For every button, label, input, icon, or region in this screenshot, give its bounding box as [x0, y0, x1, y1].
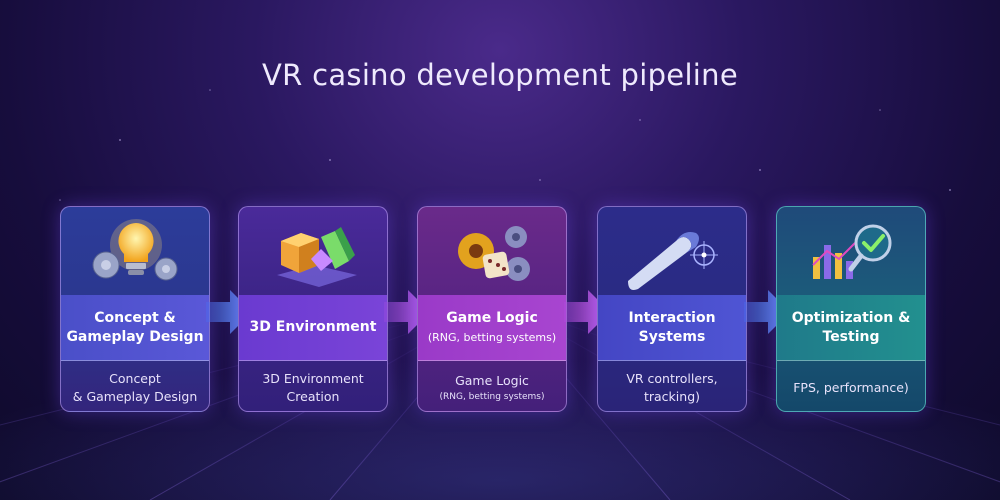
step-card-game-logic: Game Logic (RNG, betting systems) Game L…: [417, 206, 567, 412]
step-description: Game Logic (RNG, betting systems): [418, 363, 566, 411]
chart-magnifier-check-icon: [812, 224, 892, 279]
step-description-line: Game Logic: [455, 373, 529, 388]
lightbulb-gears-icon: [92, 219, 178, 281]
step-description: Concept & Gameplay Design: [61, 363, 209, 411]
step-description-line: Concept: [109, 371, 161, 386]
step-title-main: Game Logic: [446, 310, 538, 326]
step-description-line: (RNG, betting systems): [439, 392, 545, 402]
step-card-3d-environment: 3D Environment 3D Environment Creation: [238, 206, 388, 412]
vr-controller-icon: [628, 232, 718, 290]
step-description: VR controllers, tracking): [598, 363, 746, 411]
step-title: Interaction Systems: [598, 295, 746, 361]
step-description-line: Creation: [286, 389, 340, 404]
step-description-line: & Gameplay Design: [72, 389, 198, 404]
step-title: Game Logic (RNG, betting systems): [418, 295, 566, 361]
step-card-optimization: Optimization & Testing FPS, performance): [776, 206, 926, 412]
step-description-line: tracking): [643, 389, 701, 404]
diagram-title: VR casino development pipeline: [261, 58, 738, 92]
step-description-line: 3D Environment: [262, 371, 364, 386]
step-title: Optimization & Testing: [777, 295, 925, 361]
step-title: Concept & Gameplay Design: [61, 295, 209, 361]
step-description-line: FPS, performance): [793, 380, 909, 395]
step-card-concept: Concept & Gameplay Design Concept & Game…: [60, 206, 210, 412]
step-title: 3D Environment: [239, 295, 387, 361]
step-title-sub: (RNG, betting systems): [427, 331, 557, 344]
step-description-line: VR controllers,: [626, 371, 718, 386]
gears-dice-icon: [458, 226, 530, 281]
step-description: FPS, performance): [777, 363, 925, 411]
3d-shapes-icon: [277, 227, 357, 287]
step-card-interaction: Interaction Systems VR controllers, trac…: [597, 206, 747, 412]
step-description: 3D Environment Creation: [239, 363, 387, 411]
